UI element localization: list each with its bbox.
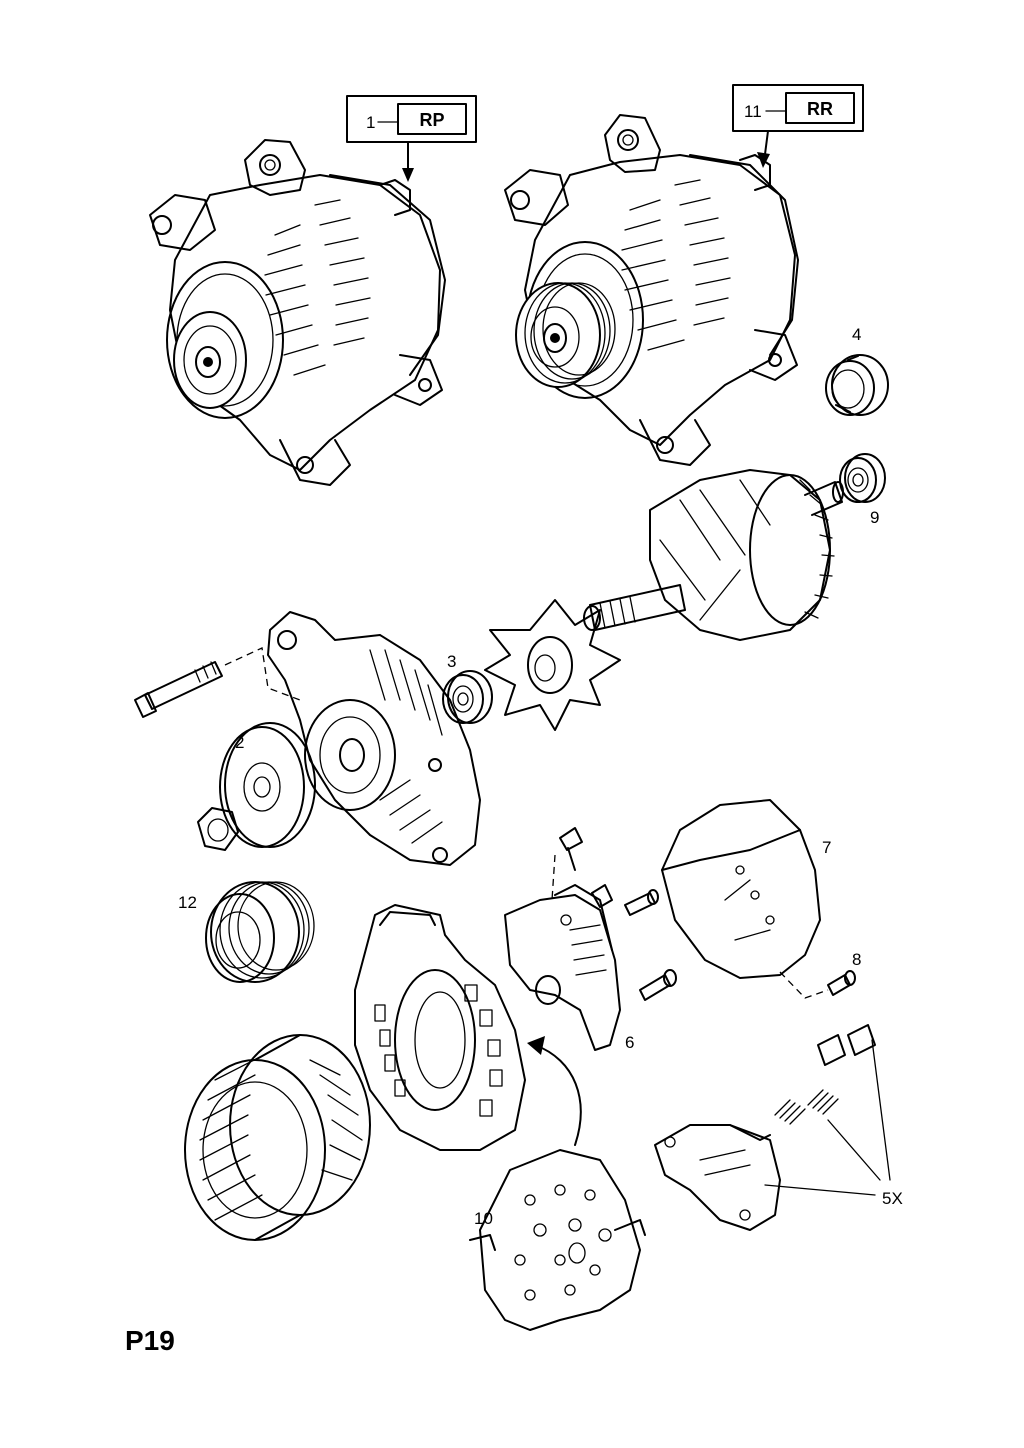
rear-bearing-part: 9 [839,453,886,527]
callout-rp-code: RP [419,110,444,130]
brushes-springs-part: 5X [764,1024,903,1208]
label-part-10: 10 [474,1209,493,1228]
label-part-6: 6 [625,1033,634,1052]
callout-rr-number: 11 [744,102,762,121]
callout-rp: 1 RP [346,95,477,182]
label-part-9: 9 [870,508,879,527]
rear-cover-part: 7 [661,799,831,979]
through-bolt-part [134,647,301,718]
label-part-8: 8 [852,950,861,969]
front-bearing-part: 3 [442,652,493,724]
label-part-2: 2 [235,733,244,752]
rotor-part [583,469,844,641]
cover-screw-part: 8 [779,950,861,999]
label-part-12: 12 [178,893,197,912]
bearing-ring-part: 4 [825,325,889,416]
brush-holder-part [654,1124,781,1231]
regulator-part: 6 [504,827,677,1052]
fan-part [484,599,621,731]
page-code: P19 [125,1325,175,1356]
front-housing-part [267,611,481,866]
callout-rr-code: RR [807,99,833,119]
pulley-nut-part [197,807,239,851]
label-part-7: 7 [822,838,831,857]
stator-part [184,1034,371,1241]
pulley-part: 2 [219,722,316,848]
rectifier-part: 10 [469,1149,646,1331]
assembly-direction-arrow [527,1036,582,1146]
alternator-assembly-rr [504,114,799,466]
multi-v-pulley-part: 12 [178,881,315,983]
alternator-assembly-rp [149,139,446,486]
rear-housing-part [354,904,526,1151]
callout-rr: 11 RR [732,84,864,168]
label-part-4: 4 [852,325,861,344]
label-part-5x: 5X [882,1189,903,1208]
label-part-3: 3 [447,652,456,671]
callout-rp-number: 1 [366,113,375,132]
